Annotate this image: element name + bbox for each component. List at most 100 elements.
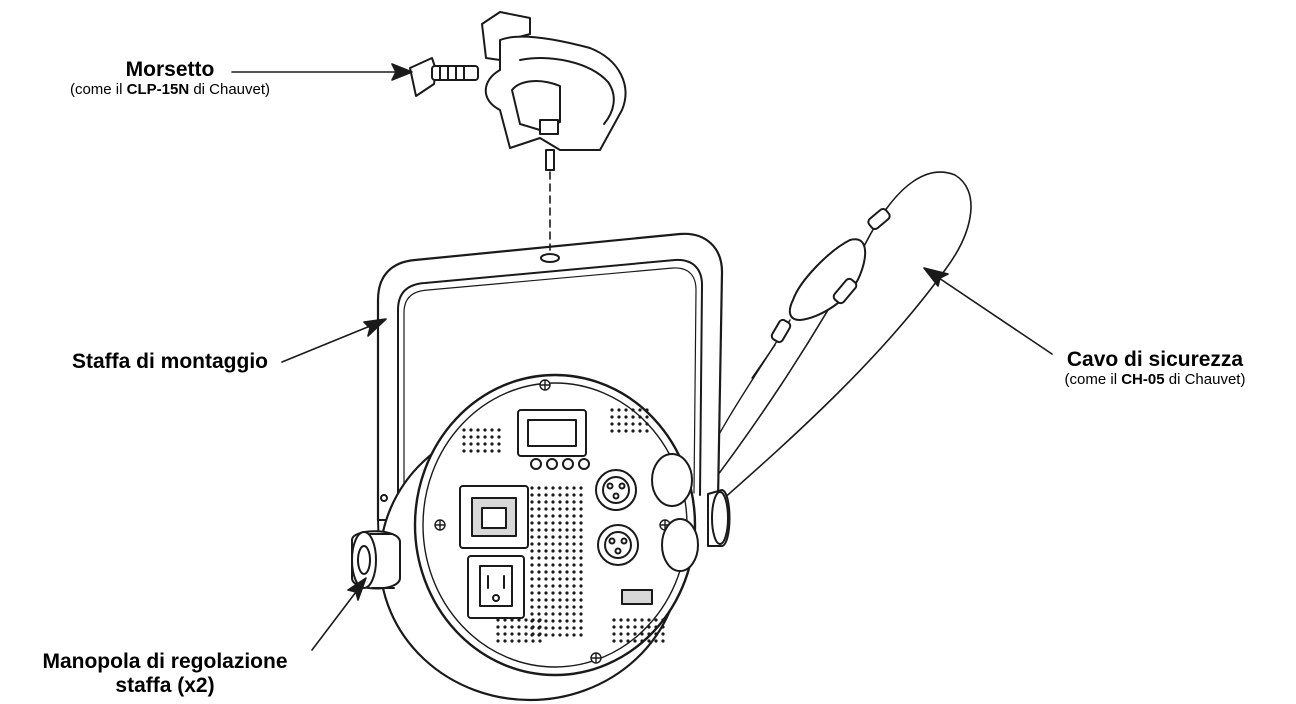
vent-hole xyxy=(530,549,534,553)
vent-hole xyxy=(558,556,562,560)
vent-hole xyxy=(538,618,542,622)
vent-hole xyxy=(462,449,466,453)
vent-hole xyxy=(497,442,501,446)
vent-hole xyxy=(565,605,569,609)
vent-hole xyxy=(565,577,569,581)
vent-hole xyxy=(558,493,562,497)
vent-hole xyxy=(537,493,541,497)
vent-hole xyxy=(579,591,583,595)
vent-hole xyxy=(579,493,583,497)
vent-hole xyxy=(565,626,569,630)
vent-hole xyxy=(579,612,583,616)
vent-hole xyxy=(510,625,514,629)
vent-hole xyxy=(551,542,555,546)
vent-hole xyxy=(537,598,541,602)
vent-hole xyxy=(537,570,541,574)
vent-hole xyxy=(572,633,576,637)
vent-hole xyxy=(626,625,630,629)
vent-hole xyxy=(544,633,548,637)
vent-hole xyxy=(612,639,616,643)
vent-hole xyxy=(551,619,555,623)
vent-hole xyxy=(610,415,614,419)
cable-sub-prefix: (come il xyxy=(1064,370,1122,388)
vent-hole xyxy=(565,591,569,595)
vent-hole xyxy=(503,625,507,629)
vent-hole xyxy=(530,486,534,490)
vent-hole xyxy=(531,639,535,643)
vent-hole xyxy=(531,618,535,622)
vent-hole xyxy=(490,435,494,439)
vent-hole xyxy=(633,632,637,636)
vent-hole xyxy=(490,449,494,453)
vent-hole xyxy=(551,577,555,581)
vent-hole xyxy=(551,528,555,532)
vent-hole xyxy=(538,632,542,636)
vent-hole xyxy=(530,521,534,525)
vent-hole xyxy=(462,435,466,439)
vent-hole xyxy=(558,521,562,525)
vent-hole xyxy=(572,521,576,525)
led-display xyxy=(517,409,590,470)
vent-hole xyxy=(640,618,644,622)
vent-hole xyxy=(544,626,548,630)
vent-hole xyxy=(510,639,514,643)
vent-hole xyxy=(551,486,555,490)
vent-hole xyxy=(565,507,569,511)
vent-hole xyxy=(537,591,541,595)
vent-hole xyxy=(531,625,535,629)
vent-hole xyxy=(544,521,548,525)
vent-hole xyxy=(579,486,583,490)
vent-hole xyxy=(551,591,555,595)
vent-hole xyxy=(572,591,576,595)
vent-hole xyxy=(579,563,583,567)
power-output-socket xyxy=(467,555,525,619)
vent-hole xyxy=(530,598,534,602)
vent-hole xyxy=(558,535,562,539)
vent-hole xyxy=(565,542,569,546)
vent-hole xyxy=(537,535,541,539)
vent-hole xyxy=(558,542,562,546)
vent-hole xyxy=(558,528,562,532)
clamp-sub-prefix: (come il xyxy=(69,80,127,98)
vent-hole xyxy=(654,639,658,643)
vent-hole xyxy=(661,632,665,636)
vent-hole xyxy=(645,408,649,412)
vent-hole xyxy=(544,619,548,623)
vent-hole xyxy=(537,507,541,511)
adjustment-knob-right xyxy=(707,489,731,547)
vent-hole xyxy=(579,528,583,532)
vent-hole xyxy=(544,570,548,574)
vent-hole xyxy=(531,632,535,636)
vent-hole xyxy=(544,549,548,553)
vent-hole xyxy=(517,625,521,629)
vent-hole xyxy=(476,442,480,446)
vent-hole xyxy=(565,486,569,490)
vent-hole xyxy=(530,535,534,539)
vent-hole xyxy=(469,449,473,453)
vent-hole xyxy=(610,408,614,412)
vent-hole xyxy=(551,507,555,511)
vent-hole xyxy=(579,605,583,609)
vent-hole xyxy=(558,584,562,588)
vent-hole xyxy=(551,584,555,588)
vent-hole xyxy=(530,528,534,532)
vent-hole xyxy=(579,549,583,553)
vent-hole xyxy=(497,449,501,453)
vent-hole xyxy=(647,625,651,629)
vent-hole xyxy=(551,570,555,574)
vent-hole xyxy=(530,507,534,511)
vent-hole xyxy=(551,612,555,616)
vent-hole xyxy=(551,598,555,602)
vent-hole xyxy=(483,449,487,453)
vent-hole xyxy=(537,486,541,490)
vent-hole xyxy=(631,408,635,412)
vent-hole xyxy=(537,500,541,504)
vent-hole xyxy=(633,625,637,629)
vent-hole xyxy=(530,605,534,609)
vent-hole xyxy=(544,584,548,588)
cable-label-title: Cavo di sicurezza xyxy=(1066,348,1244,371)
vent-hole xyxy=(551,626,555,630)
vent-hole xyxy=(510,618,514,622)
vent-hole xyxy=(626,639,630,643)
vent-hole xyxy=(565,570,569,574)
